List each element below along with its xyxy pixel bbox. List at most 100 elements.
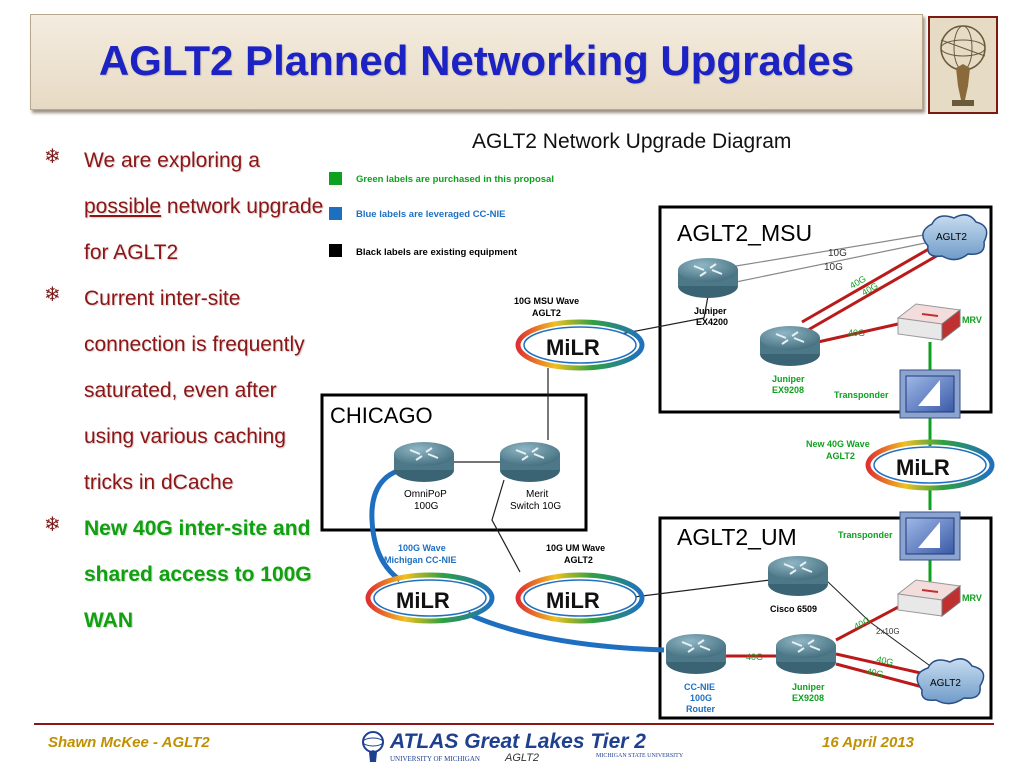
legend-swatch-blue (329, 207, 342, 220)
um-transponder-icon (899, 511, 961, 561)
label-um-2x10g: 2x10G (876, 627, 900, 636)
router-msu-ex4200 (677, 257, 739, 299)
bullet-2-text: Current inter-site connection is frequen… (84, 287, 305, 494)
msu-transponder-label: Transponder (834, 390, 889, 400)
omnipop-label-1: OmniPoP (404, 489, 447, 500)
msu-wave-label-1: 10G MSU Wave (514, 296, 579, 306)
link-omnipop-100g-wave (369, 467, 402, 583)
um-ex9208-label-1: Juniper (792, 682, 825, 692)
legend-swatch-green (329, 172, 342, 185)
brand-aglt2: AGLT2 (505, 752, 540, 764)
footer-brand: ATLAS Great Lakes Tier 2 UNIVERSITY OF M… (360, 728, 683, 768)
msu-aglt2-cloud-icon (922, 214, 988, 261)
footer-author: Shawn McKee - AGLT2 (48, 734, 210, 751)
new40-wave-label-2: AGLT2 (826, 451, 855, 461)
um-site-label: AGLT2_UM (677, 524, 797, 550)
legend-text-blue: Blue labels are leveraged CC-NIE (356, 209, 505, 220)
bullet-3-text: New 40G inter-site and shared access to … (84, 517, 312, 632)
msu-site-label: AGLT2_MSU (677, 220, 812, 246)
label-msu-40g-c: 40G (848, 328, 865, 338)
bullet-item-1: ❄ We are exploring a possible network upg… (44, 138, 324, 276)
um-wave-label-2: AGLT2 (564, 555, 593, 565)
um-cloud-label: AGLT2 (930, 678, 961, 689)
new40-wave-label-1: New 40G Wave (806, 439, 870, 449)
router-cc-nie (665, 633, 727, 675)
brand-title: ATLAS Great Lakes Tier 2 (390, 730, 646, 753)
um-transponder-label: Transponder (838, 530, 893, 540)
label-um-40g-a: 40G (746, 652, 763, 662)
brand-msu: MICHIGAN STATE UNIVERSITY (596, 753, 684, 759)
legend-text-black: Black labels are existing equipment (356, 247, 518, 258)
link-um-ex9208-cloud-a (835, 652, 935, 678)
legend-text-green: Green labels are purchased in this propo… (356, 174, 554, 185)
link-msu-40g-b (807, 252, 941, 332)
router-msu-ex9208 (759, 325, 821, 367)
router-omnipop (393, 441, 455, 483)
msu-wave-label-2: AGLT2 (532, 308, 561, 318)
um-wave-milr-text: MiLR (546, 588, 600, 613)
link-um-ex9208-mrv (835, 602, 905, 642)
legend-swatch-black (329, 244, 342, 257)
msu-ex4200-label-1: Juniper (694, 306, 727, 316)
router-merit (499, 441, 561, 483)
bullet-1-text-a: We are exploring a (84, 149, 260, 172)
title-bar: AGLT2 Planned Networking Upgrades (30, 14, 923, 110)
link-msu-40g-a (801, 244, 935, 324)
router-um-ex9208 (775, 633, 837, 675)
link-msu-10g-b (735, 241, 931, 283)
bullet-1-text-b: network upgrade for AGLT2 (84, 195, 324, 264)
bullet-1-underlined: possible (84, 195, 162, 218)
ccnie-label-1: CC-NIE (684, 682, 715, 692)
ccnie-label-2: 100G (690, 693, 712, 703)
label-msu-10g-a: 10G (828, 248, 847, 259)
bullet-item-2: ❄ Current inter-site connection is frequ… (44, 276, 324, 506)
label-um-40g-c: 40G (876, 654, 895, 667)
omnipop-label-2: 100G (414, 501, 439, 512)
atlas-globe-icon (362, 731, 384, 762)
snowflake-bullet-icon: ❄ (44, 284, 61, 306)
link-um-ex9208-cloud-b (835, 662, 935, 692)
link-um-wave-cisco (609, 579, 771, 601)
wave-100g-label-1: 100G Wave (398, 543, 446, 553)
msu-cloud-label: AGLT2 (936, 232, 967, 243)
msu-site-box (658, 205, 993, 414)
msu-mrv-icon (897, 303, 961, 341)
ccnie-label-3: Router (686, 704, 715, 714)
bullet-list: ❄ We are exploring a possible network upg… (44, 138, 324, 644)
um-aglt2-cloud-icon (916, 658, 985, 705)
footer-date: 16 April 2013 (822, 734, 914, 751)
merit-label-2: Switch 10G (510, 501, 561, 512)
um-wave-label-1: 10G UM Wave (546, 543, 605, 553)
bullet-item-3: ❄ New 40G inter-site and shared access t… (44, 506, 324, 644)
msu-ex4200-label-2: EX4200 (696, 317, 728, 327)
atlas-logo (928, 16, 998, 114)
chicago-site-label: CHICAGO (330, 403, 433, 428)
label-um-40g-b: 40G (852, 615, 872, 632)
new40-wave-milr-text: MiLR (896, 455, 950, 480)
um-site-box (658, 516, 993, 720)
msu-ex9208-label-1: Juniper (772, 374, 805, 384)
link-ex4200-msu-wave (609, 295, 709, 337)
brand-um: UNIVERSITY OF MICHIGAN (390, 755, 480, 763)
router-cisco-6509 (767, 555, 829, 597)
merit-label-1: Merit (526, 489, 548, 500)
msu-wave-milr-text: MiLR (546, 335, 600, 360)
wave-100g-label-2: Michigan CC-NIE (384, 555, 457, 565)
msu-transponder-icon (899, 369, 961, 419)
msu-ex9208-label-2: EX9208 (772, 385, 804, 395)
snowflake-bullet-icon: ❄ (44, 146, 61, 168)
chicago-site-box (320, 393, 588, 532)
footer-divider (34, 723, 994, 725)
msu-mrv-label: MRV (962, 315, 982, 325)
diagram-title: AGLT2 Network Upgrade Diagram (472, 130, 791, 153)
atlas-statue-icon (932, 20, 994, 110)
page-title: AGLT2 Planned Networking Upgrades (98, 37, 855, 84)
wave-100g-milr-text: MiLR (396, 588, 450, 613)
link-msu-10g-a (735, 233, 931, 267)
label-msu-10g-b: 10G (824, 262, 843, 273)
um-mrv-icon (897, 579, 961, 617)
um-mrv-label: MRV (962, 593, 982, 603)
um-ex9208-label-2: EX9208 (792, 693, 824, 703)
link-msu-40g-c (817, 322, 899, 344)
